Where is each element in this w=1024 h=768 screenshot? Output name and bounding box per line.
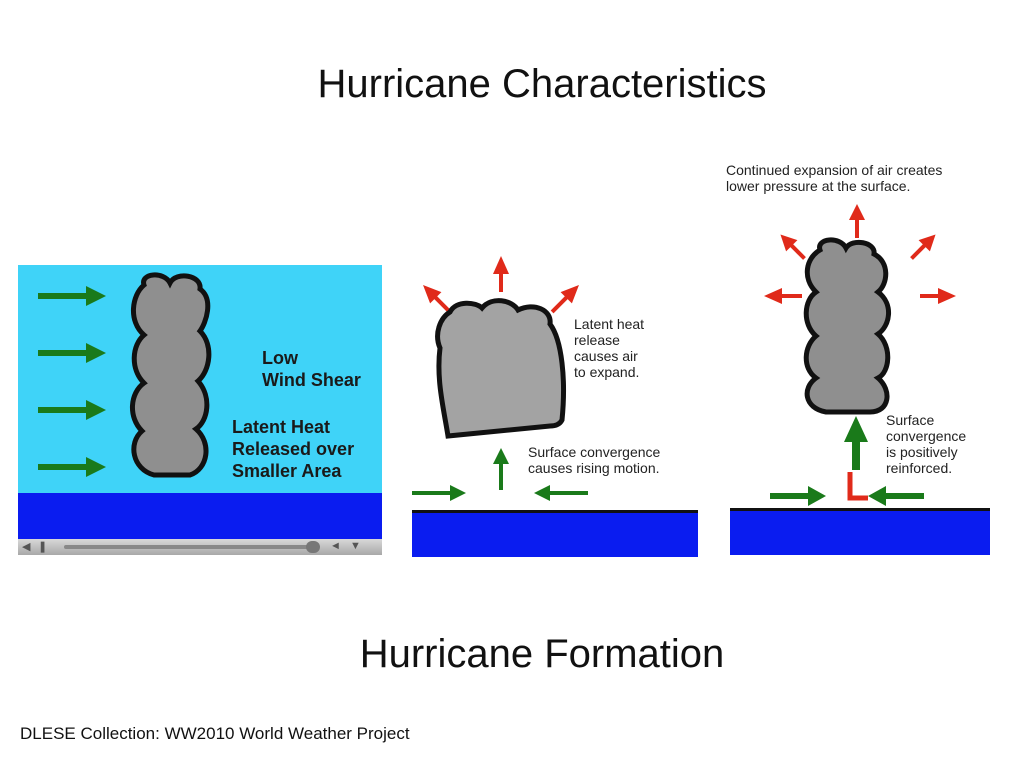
caption-line: causes air: [574, 348, 638, 364]
cloud-column-icon: [130, 272, 212, 478]
wind-arrow-icon: [38, 400, 106, 420]
red-arrow-icon: [550, 285, 579, 314]
wind-arrow-icon: [38, 457, 106, 477]
caption-continued-expansion: Continued expansion of air creates lower…: [726, 162, 942, 194]
caption-surface-convergence: Surface convergence causes rising motion…: [528, 444, 660, 476]
caption-line: to expand.: [574, 364, 640, 380]
diagram-low-pressure: Continued expansion of air creates lower…: [720, 150, 1020, 570]
ocean-surface: [730, 508, 990, 555]
label-low-wind-shear: Low Wind Shear: [262, 347, 361, 391]
ocean-surface: [18, 493, 382, 541]
caption-line: convergence: [886, 428, 967, 444]
cloud-column-icon: [803, 237, 891, 415]
red-arrow-icon: [423, 285, 452, 314]
slide-footer: DLESE Collection: WW2010 World Weather P…: [20, 724, 410, 743]
label-line: Latent Heat: [232, 417, 331, 437]
green-arrow-icon: [868, 486, 924, 506]
caption-line: is positively: [886, 444, 958, 460]
caption-line: causes rising motion.: [528, 460, 660, 476]
rising-motion-illustration: [412, 256, 588, 501]
label-line: Wind Shear: [262, 370, 361, 390]
video-controls: ◀ ❚ ◄ ▼: [18, 539, 382, 555]
cloud-icon: [435, 298, 566, 439]
low-pressure-marker-icon: [847, 472, 868, 501]
convergence-arrows: [770, 416, 924, 506]
red-arrow-icon: [493, 256, 509, 292]
green-arrow-icon: [534, 485, 588, 501]
caption-latent-heat: Latent heat release causes air to expand…: [574, 316, 644, 380]
wind-arrows: [38, 286, 106, 477]
slide-title: Hurricane Characteristics: [317, 62, 767, 106]
green-arrow-icon: [770, 486, 826, 506]
expansion-arrows: [423, 256, 579, 314]
low-pressure-illustration: [764, 204, 956, 506]
label-line: Released over: [232, 439, 355, 459]
label-line: Smaller Area: [232, 461, 342, 481]
ocean-surface: [412, 510, 698, 557]
play-icon[interactable]: ◀: [22, 541, 31, 553]
volume-icon[interactable]: ◄: [330, 540, 341, 552]
seek-track[interactable]: [64, 545, 314, 549]
wind-arrow-icon: [38, 286, 106, 306]
green-arrow-icon: [493, 448, 509, 490]
caption-line: reinforced.: [886, 460, 953, 476]
wind-arrow-icon: [38, 343, 106, 363]
label-latent-heat: Latent Heat Released over Smaller Area: [232, 416, 354, 482]
red-arrow-icon: [780, 234, 806, 260]
convergence-arrows: [412, 448, 588, 501]
red-arrow-icon: [849, 204, 865, 238]
caption-line: release: [574, 332, 620, 348]
red-arrow-icon: [764, 288, 802, 304]
green-arrow-icon: [412, 485, 466, 501]
caption-line: Latent heat: [574, 316, 645, 332]
red-arrow-icon: [920, 288, 956, 304]
video-panel: Low Wind Shear Latent Heat Released over…: [18, 265, 382, 555]
pause-icon[interactable]: ❚: [38, 541, 48, 553]
red-arrow-icon: [910, 234, 936, 260]
label-line: Low: [262, 348, 298, 368]
caption-line: Surface convergence: [528, 444, 661, 460]
menu-icon[interactable]: ▼: [350, 540, 361, 552]
storm-column-illustration: [38, 272, 212, 517]
caption-line: lower pressure at the surface.: [726, 178, 911, 194]
caption-surface-reinforced: Surface convergence is positively reinfo…: [886, 412, 966, 476]
green-arrow-icon: [844, 416, 868, 470]
caption-line: Surface: [886, 412, 935, 428]
caption-line: Continued expansion of air creates: [726, 162, 943, 178]
slider-thumb-icon[interactable]: [306, 541, 320, 553]
slide-subtitle: Hurricane Formation: [359, 632, 725, 676]
diagram-rising-motion: Latent heat release causes air to expand…: [400, 230, 710, 570]
